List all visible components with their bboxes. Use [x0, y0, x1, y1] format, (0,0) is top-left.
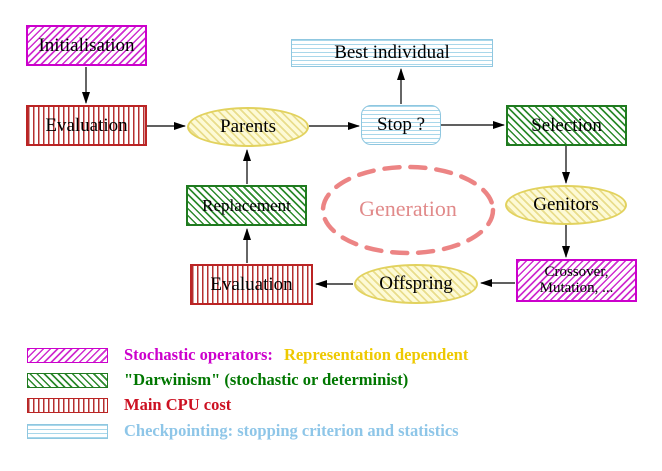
- legend-swatch-cyan-stripes: [27, 424, 108, 439]
- node-best-individual-label: Best individual: [334, 42, 450, 64]
- generation-dashed-ellipse: [320, 164, 496, 256]
- legend-label-main-cpu-cost: Main CPU cost: [124, 395, 232, 415]
- node-parents-label: Parents: [220, 116, 276, 138]
- node-selection: Selection: [506, 105, 627, 146]
- node-offspring-label: Offspring: [379, 273, 453, 295]
- node-stop-label: Stop ?: [376, 114, 426, 136]
- legend-label-representation-dependent: Representation dependent: [283, 345, 469, 365]
- node-crossover-mutation: Crossover, Mutation, ...: [516, 259, 637, 302]
- node-replacement: Replacement: [186, 185, 307, 226]
- node-initialisation: Initialisation: [26, 25, 147, 66]
- legend-label-darwinism: "Darwinism" (stochastic or determinist): [124, 370, 409, 390]
- legend-swatch-magenta-hatch: [27, 348, 108, 363]
- legend-row-darwinism: "Darwinism" (stochastic or determinist): [27, 372, 408, 389]
- legend-row-checkpointing: Checkpointing: stopping criterion and st…: [27, 423, 459, 440]
- node-parents: Parents: [187, 107, 309, 147]
- node-crossover-label-line2: Mutation, ...: [539, 279, 614, 296]
- node-selection-label: Selection: [531, 114, 602, 136]
- node-best-individual: Best individual: [291, 39, 493, 67]
- node-initialisation-label: Initialisation: [38, 34, 135, 56]
- legend-row-main-cpu-cost: Main CPU cost: [27, 397, 231, 414]
- node-offspring: Offspring: [354, 264, 478, 304]
- node-genitors: Genitors: [505, 185, 627, 225]
- generation-label: Generation: [359, 196, 457, 221]
- node-evaluation-top-label: Evaluation: [45, 114, 128, 136]
- node-evaluation-bottom: Evaluation: [190, 264, 313, 305]
- legend-row-stochastic-operators: Stochastic operators: Representation dep…: [27, 347, 468, 364]
- node-genitors-label: Genitors: [533, 194, 599, 216]
- legend-label-checkpointing: Checkpointing: stopping criterion and st…: [124, 421, 459, 441]
- node-stop: Stop ?: [361, 105, 441, 145]
- node-evaluation-bottom-label: Evaluation: [210, 273, 293, 295]
- legend-swatch-green-hatch: [27, 373, 108, 388]
- legend-label-stochastic-operators: Stochastic operators:: [124, 345, 273, 365]
- node-replacement-label: Replacement: [202, 195, 291, 215]
- node-evaluation-top: Evaluation: [26, 105, 147, 146]
- node-crossover-label-line1: Crossover,: [544, 263, 609, 280]
- legend-swatch-red-stripes: [27, 398, 108, 413]
